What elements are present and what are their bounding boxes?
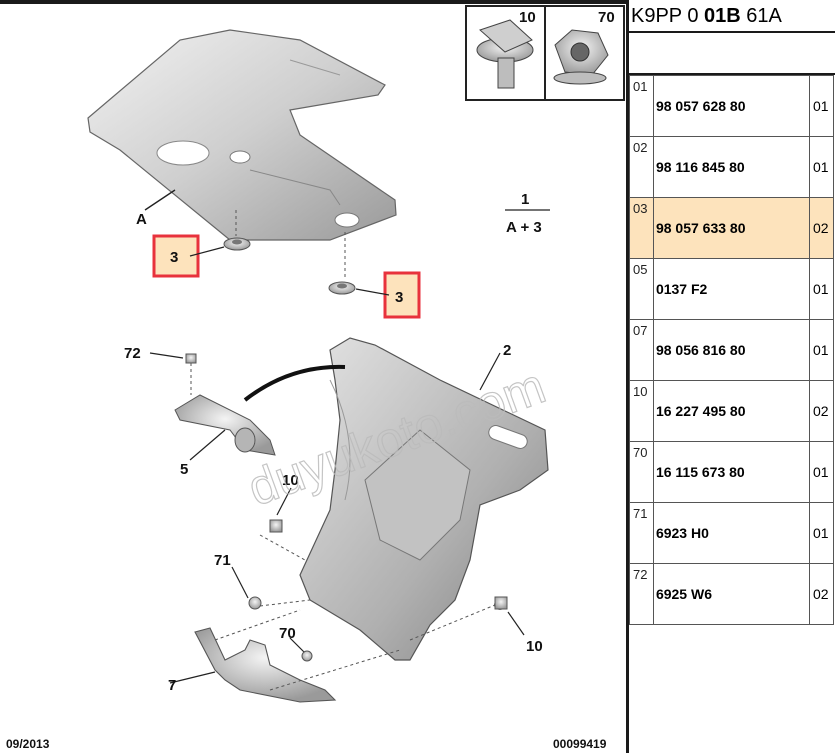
part-number: 98 057 628 80 <box>652 75 811 137</box>
lower-heat-shield <box>299 337 549 661</box>
callout-7: 7 <box>168 677 176 694</box>
callout-10-top: 10 <box>282 472 299 489</box>
part-number: 98 057 633 80 <box>652 197 811 259</box>
callout-a: A <box>136 211 147 228</box>
footer-date: 09/2013 <box>6 737 50 751</box>
part-quantity: 01 <box>809 502 834 564</box>
kit-formula: 1 A + 3 <box>505 191 550 236</box>
bracket-7: 7 <box>168 609 401 703</box>
nut-71: 71 <box>214 552 311 610</box>
part-ref: 02 <box>629 136 654 198</box>
part-quantity: 01 <box>809 258 834 320</box>
part-quantity: 02 <box>809 197 834 259</box>
ref-code-suffix: 61A <box>740 5 782 27</box>
bracket-strap-5 <box>174 364 346 456</box>
bolt-72: 72 <box>124 345 197 395</box>
ref-code-prefix: K9PP 0 <box>631 5 705 27</box>
kit-number: 1 <box>521 191 529 208</box>
part-quantity: 02 <box>809 563 834 625</box>
part-ref: 70 <box>629 441 654 503</box>
panel-divider <box>626 0 629 753</box>
washer-3a <box>223 210 251 251</box>
inset-label-70: 70 <box>598 9 615 26</box>
fastener-inset: 10 70 <box>465 5 625 101</box>
callout-box-3a: 3 <box>152 234 225 278</box>
callout-2: 2 <box>503 342 511 359</box>
part-ref: 71 <box>629 502 654 564</box>
callout-70: 70 <box>279 625 296 642</box>
callout-box-3b: 3 <box>355 271 421 319</box>
part-quantity: 01 <box>809 319 834 381</box>
part-ref: 01 <box>629 75 654 137</box>
footer-doc-number: 00099419 <box>553 737 607 751</box>
clip-10-top: 10 <box>259 472 306 561</box>
part-number: 6925 W6 <box>652 563 811 625</box>
part-quantity: 01 <box>809 75 834 137</box>
clip-10-bottom: 10 <box>409 596 543 655</box>
part-number: 98 056 816 80 <box>652 319 811 381</box>
part-number: 16 115 673 80 <box>652 441 811 503</box>
top-border <box>0 0 628 4</box>
ref-code-bold: 01B <box>704 5 741 27</box>
part-quantity: 01 <box>809 441 834 503</box>
part-number: 0137 F2 <box>652 258 811 320</box>
callout-71: 71 <box>214 552 231 569</box>
washer-3b <box>328 232 356 295</box>
callout-5: 5 <box>180 461 188 478</box>
part-ref: 03 <box>629 197 654 259</box>
nut-70: 70 <box>279 625 313 662</box>
part-ref: 10 <box>629 380 654 442</box>
kit-contents: A + 3 <box>506 219 542 236</box>
part-ref: 05 <box>629 258 654 320</box>
upper-heat-shield <box>87 29 397 241</box>
part-number: 6923 H0 <box>652 502 811 564</box>
inset-label-10: 10 <box>519 9 536 26</box>
part-number: 16 227 495 80 <box>652 380 811 442</box>
part-number: 98 116 845 80 <box>652 136 811 198</box>
part-quantity: 01 <box>809 136 834 198</box>
callout-10-bottom: 10 <box>526 638 543 655</box>
diagram-reference-code: K9PP 0 01B 61A <box>629 0 835 33</box>
callout-72: 72 <box>124 345 141 362</box>
clip-fastener-icon <box>476 19 534 89</box>
exploded-parts-diagram: 10 70 A 3 3 1 A + 3 <box>6 5 625 751</box>
part-ref: 72 <box>629 563 654 625</box>
nut-icon <box>553 29 609 85</box>
callout-3a-label: 3 <box>170 249 178 266</box>
callout-3b-label: 3 <box>395 289 403 306</box>
header-blank-cell <box>629 33 835 75</box>
part-ref: 07 <box>629 319 654 381</box>
part-quantity: 02 <box>809 380 834 442</box>
